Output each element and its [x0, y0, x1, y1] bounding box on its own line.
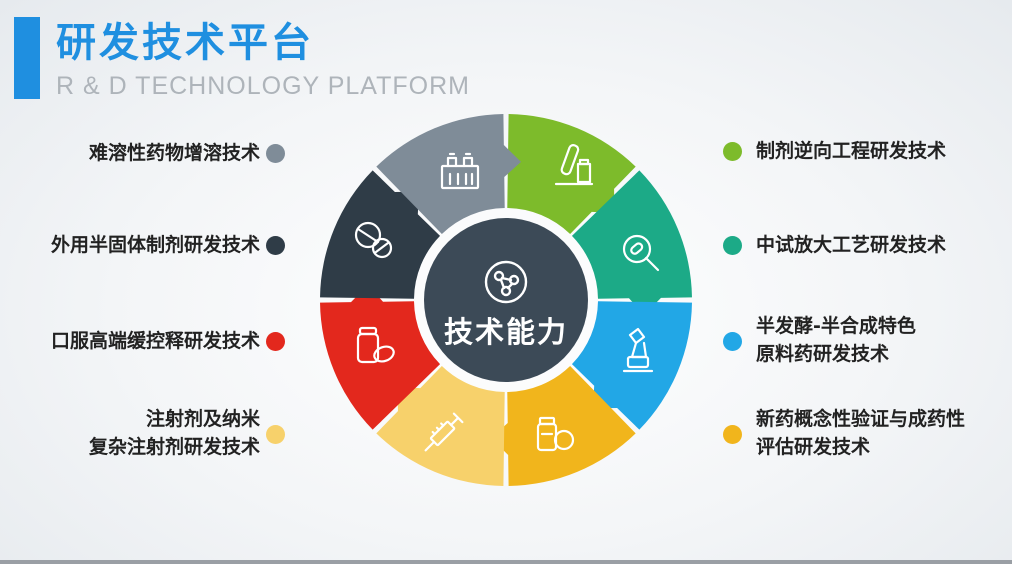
- item-line: 制剂逆向工程研发技术: [756, 140, 947, 162]
- wheel-segments: [320, 114, 692, 486]
- dot-reverse-engineering: [723, 142, 742, 161]
- center-circle: [424, 218, 588, 382]
- lab-equipment-icon: [440, 152, 480, 190]
- wheel-segment: [376, 114, 522, 235]
- molecule-icon: [484, 260, 528, 304]
- dot-new-drug: [723, 425, 742, 444]
- dot-injection: [266, 425, 285, 444]
- page-subtitle: R & D TECHNOLOGY PLATFORM: [56, 72, 470, 100]
- medicine-bottle-icon: [536, 416, 575, 452]
- item-line: 中试放大工艺研发技术: [756, 234, 947, 256]
- dot-solubilization: [266, 144, 285, 163]
- item-new-drug: 新药概念性验证与成药性 评估研发技术: [756, 405, 965, 461]
- center-label: 技术能力: [444, 315, 568, 349]
- item-scale-up: 中试放大工艺研发技术: [756, 231, 946, 259]
- magnifier-capsule-icon: [622, 234, 660, 272]
- dot-fermentation: [723, 332, 742, 351]
- item-line: 口服高端缓控释研发技术: [50, 330, 260, 352]
- item-fermentation: 半发酵-半合成特色 原料药研发技术: [756, 312, 916, 368]
- dot-scale-up: [723, 236, 742, 255]
- bottom-divider: [0, 560, 1012, 564]
- item-line: 难溶性药物增溶技术: [88, 142, 260, 164]
- item-solubilization: 难溶性药物增溶技术: [89, 139, 260, 167]
- item-semisolid: 外用半固体制剂研发技术: [51, 231, 260, 259]
- wheel-segment: [490, 365, 636, 486]
- item-line: 原料药研发技术: [756, 343, 890, 365]
- wheel-icons: [354, 144, 660, 452]
- title-accent-bar: [14, 17, 40, 99]
- pill-bottle-icon: [356, 326, 395, 364]
- item-oral-release: 口服高端缓控释研发技术: [51, 327, 260, 355]
- wheel-segment: [376, 365, 505, 486]
- page-title: 研发技术平台: [56, 20, 314, 66]
- syringe-icon: [424, 412, 464, 452]
- item-line: 新药概念性验证与成药性: [756, 408, 966, 430]
- wheel-segment: [571, 170, 692, 316]
- test-tube-icon: [554, 144, 594, 186]
- item-line: 评估研发技术: [756, 436, 871, 458]
- item-injection: 注射剂及纳米 复杂注射剂研发技术: [89, 405, 260, 461]
- item-line: 复杂注射剂研发技术: [88, 436, 260, 458]
- tablets-icon: [354, 221, 393, 259]
- item-line: 半发酵-半合成特色: [756, 315, 916, 337]
- wheel-segment: [571, 301, 692, 430]
- wheel-segment: [320, 284, 441, 430]
- dot-semisolid: [266, 236, 285, 255]
- item-reverse-engineering: 制剂逆向工程研发技术: [756, 137, 946, 165]
- mixer-icon: [622, 327, 654, 373]
- item-line: 注射剂及纳米: [145, 408, 260, 430]
- item-line: 外用半固体制剂研发技术: [50, 234, 260, 256]
- dot-oral-release: [266, 332, 285, 351]
- wheel-segment: [507, 114, 636, 235]
